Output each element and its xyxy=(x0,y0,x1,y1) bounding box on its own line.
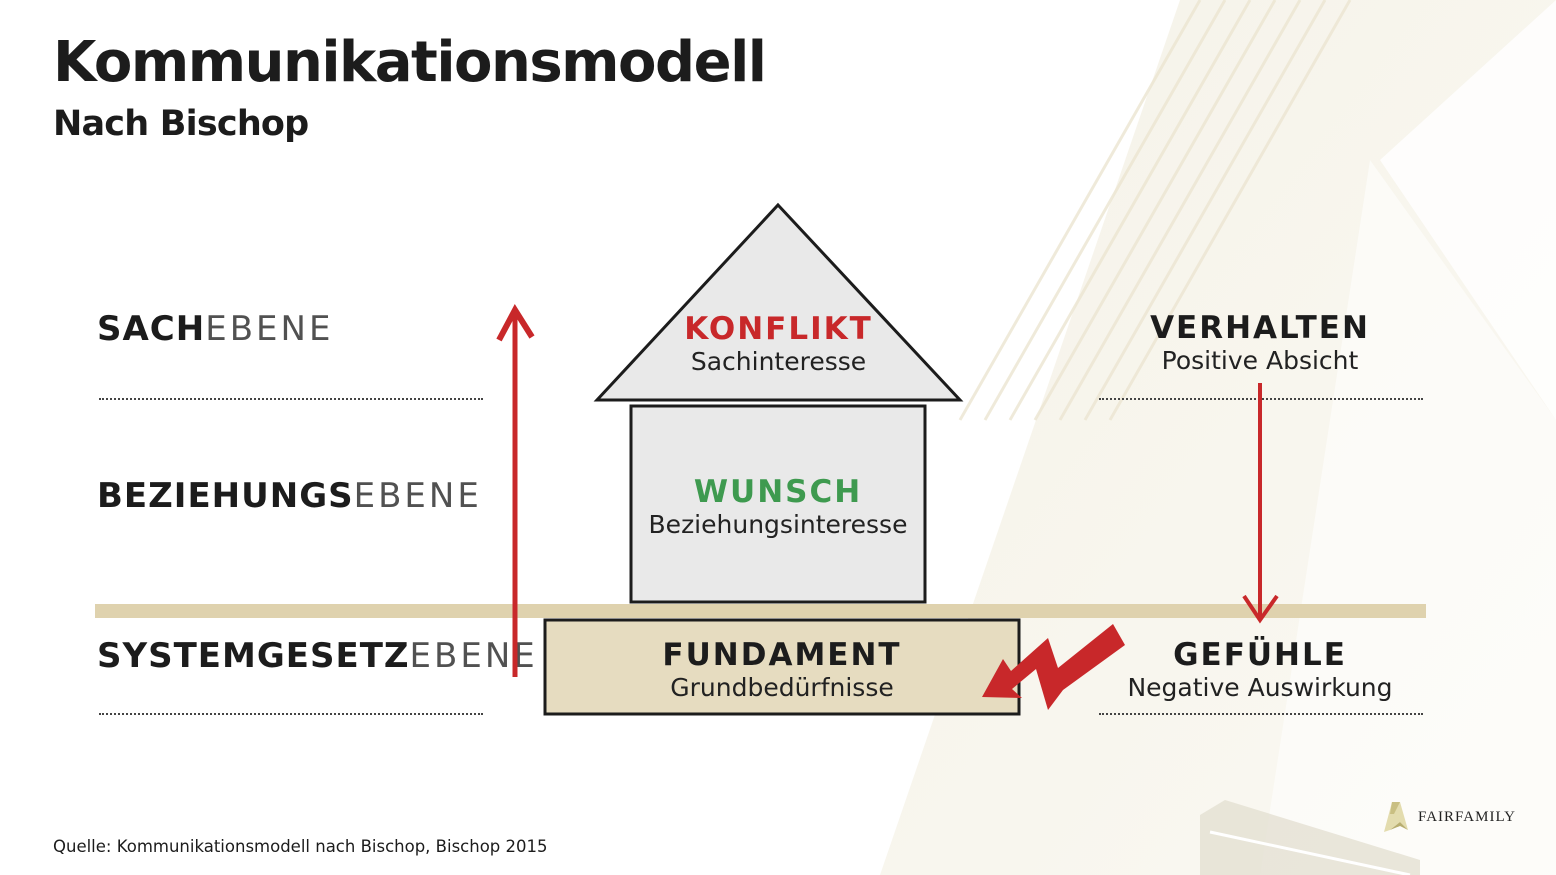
roof-subheading: Sachinteresse xyxy=(690,347,867,376)
level-label-bold: BEZIEHUNGS xyxy=(97,476,354,516)
level-label-sachebene: SACHEBENE xyxy=(97,309,333,349)
roof-heading: KONFLIKT xyxy=(684,311,873,347)
level-label-light: EBENE xyxy=(409,636,538,676)
gefuehle-subheading: Negative Auswirkung xyxy=(1127,673,1393,702)
body-subheading: Beziehungsinteresse xyxy=(648,510,908,539)
fairfamily-logo-icon xyxy=(1384,802,1408,832)
page-subtitle: Nach Bischop xyxy=(53,104,309,144)
divider-dotted xyxy=(1099,398,1423,400)
body-label: WUNSCH Beziehungsinteresse xyxy=(631,474,925,540)
roof-label: KONFLIKT Sachinteresse xyxy=(597,311,960,377)
verhalten-subheading: Positive Absicht xyxy=(1161,346,1359,375)
foundation-subheading: Grundbedürfnisse xyxy=(670,673,894,702)
ground-band xyxy=(95,604,1426,618)
divider-dotted xyxy=(99,713,483,715)
body-heading: WUNSCH xyxy=(693,474,863,510)
level-label-bold: SYSTEMGESETZ xyxy=(97,636,410,676)
verhalten-heading: VERHALTEN xyxy=(1150,310,1370,346)
gefuehle-label: GEFÜHLE Negative Auswirkung xyxy=(1100,637,1420,703)
page-title: Kommunikationsmodell xyxy=(53,30,767,95)
logo-text: FAIRFAMILY xyxy=(1418,808,1516,825)
source-citation: Quelle: Kommunikationsmodell nach Bischo… xyxy=(53,837,548,856)
level-label-light: EBENE xyxy=(205,309,334,349)
level-label-beziehungsebene: BEZIEHUNGSEBENE xyxy=(97,476,482,516)
foundation-heading: FUNDAMENT xyxy=(662,637,902,673)
brand-logo: FAIRFAMILY xyxy=(1380,800,1516,834)
level-label-bold: SACH xyxy=(97,309,206,349)
gefuehle-heading: GEFÜHLE xyxy=(1173,637,1347,673)
divider-dotted xyxy=(99,398,483,400)
divider-dotted xyxy=(1099,713,1423,715)
verhalten-label: VERHALTEN Positive Absicht xyxy=(1100,310,1420,376)
level-label-systemgesetzebene: SYSTEMGESETZEBENE xyxy=(97,636,538,676)
level-label-light: EBENE xyxy=(353,476,482,516)
foundation-label: FUNDAMENT Grundbedürfnisse xyxy=(545,637,1019,703)
